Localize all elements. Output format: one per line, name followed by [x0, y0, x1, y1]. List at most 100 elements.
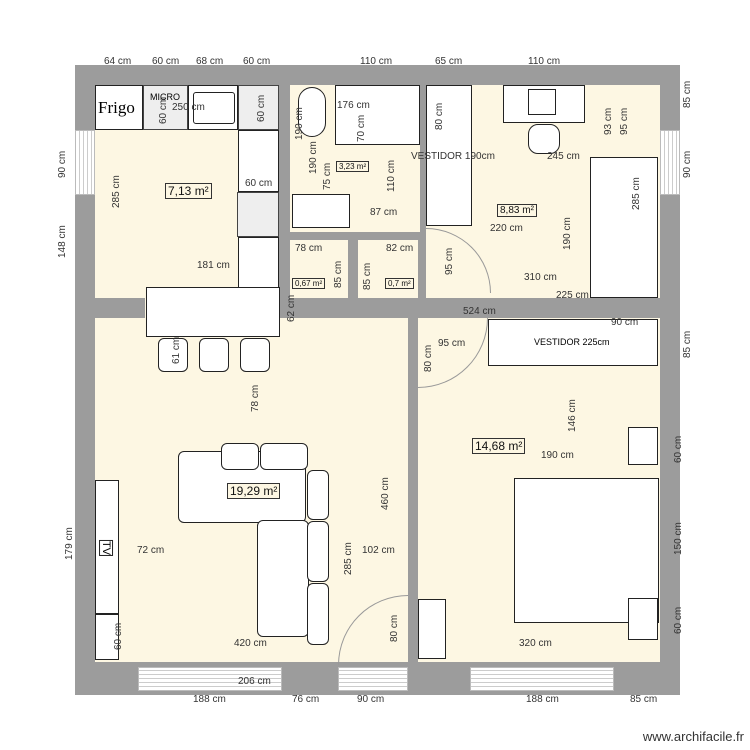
dimension-label: 102 cm [362, 545, 395, 556]
tv-stand: TV [95, 480, 119, 614]
dimension-label: 85 cm [362, 262, 373, 290]
sofa-cushion [307, 583, 329, 645]
stove [237, 192, 279, 237]
dimension-label: 181 cm [197, 260, 230, 271]
dimension-label: 68 cm [196, 56, 224, 67]
sofa-cushion [221, 443, 259, 470]
bath-area: 3,23 m² [336, 161, 370, 172]
dimension-label: 190 cm [541, 450, 574, 461]
wardrobe: VESTIDOR 225cm [488, 319, 658, 366]
dimension-label: 460 cm [380, 477, 391, 510]
dimension-label: 95 cm [438, 338, 466, 349]
dimension-label: 190 cm [308, 141, 319, 174]
dimension-label: 90 cm [682, 150, 693, 178]
bar-stool [158, 338, 188, 372]
dimension-label: 72 cm [137, 545, 165, 556]
window[interactable] [75, 130, 95, 195]
wc2-area: 0,7 m² [385, 278, 414, 289]
office-area: 8,83 m² [497, 204, 537, 217]
dimension-label: 60 cm [673, 606, 684, 634]
dimension-label: 61 cm [171, 336, 182, 364]
tv-label: TV [99, 539, 114, 557]
dimension-label: 90 cm [57, 150, 68, 178]
dimension-label: 90 cm [357, 694, 385, 705]
dimension-label: 60 cm [245, 178, 273, 189]
desk [503, 85, 585, 123]
front-door[interactable] [338, 667, 408, 691]
dimension-label: 64 cm [104, 56, 132, 67]
dimension-label: 78 cm [295, 243, 323, 254]
dimension-label: 85 cm [682, 330, 693, 358]
sofa-cushion [307, 470, 329, 520]
fridge-label: Frigo [98, 98, 135, 117]
dimension-label: 60 cm [158, 96, 169, 124]
dimension-label: 85 cm [682, 80, 693, 108]
dimension-label: 190 cm [294, 107, 305, 140]
window[interactable] [660, 130, 680, 195]
dimension-label: 65 cm [435, 56, 463, 67]
window[interactable] [470, 667, 614, 691]
dimension-label: 76 cm [292, 694, 320, 705]
nightstand [628, 598, 658, 640]
dimension-label: 87 cm [370, 207, 398, 218]
dimension-label: 95 cm [444, 247, 455, 275]
counter [238, 85, 279, 130]
dimension-label: 179 cm [64, 527, 75, 560]
dimension-label: 285 cm [343, 542, 354, 575]
sofa-cushion [307, 521, 329, 582]
dimension-label: 82 cm [386, 243, 414, 254]
dimension-label: 93 cm [603, 107, 614, 135]
dimension-label: 524 cm [463, 306, 496, 317]
dimension-label: 80 cm [434, 102, 445, 130]
microwave-counter: MICRO [143, 85, 188, 130]
cabinet [95, 614, 119, 660]
bar-stool [240, 338, 270, 372]
dimension-label: 110 cm [386, 159, 397, 192]
dimension-label: 110 cm [528, 56, 561, 67]
dimension-label: 190 cm [562, 217, 573, 250]
chair [528, 124, 560, 154]
dimension-label: 250 cm [172, 102, 205, 113]
dimension-label: 225 cm [556, 290, 589, 301]
counter [238, 130, 279, 192]
dimension-label: 60 cm [673, 435, 684, 463]
bedroom-area: 14,68 m² [472, 438, 526, 454]
dimension-label: 60 cm [243, 56, 271, 67]
fridge: Frigo [95, 85, 143, 130]
dimension-label: 80 cm [423, 344, 434, 372]
wardrobe-label: VESTIDOR 190cm [411, 151, 495, 162]
dimension-label: 85 cm [630, 694, 658, 705]
dimension-label: 148 cm [57, 225, 68, 258]
dimension-label: 285 cm [111, 175, 122, 208]
dimension-label: 85 cm [333, 260, 344, 288]
watermark[interactable]: www.archifacile.fr [642, 729, 744, 744]
dimension-label: 60 cm [113, 622, 124, 650]
dimension-label: 188 cm [526, 694, 559, 705]
bed-single [590, 157, 658, 298]
dimension-label: 146 cm [567, 399, 578, 432]
dimension-label: 176 cm [337, 100, 370, 111]
wardrobe-label: VESTIDOR 225cm [534, 337, 610, 347]
sink [188, 85, 238, 130]
sofa-cushion [260, 443, 308, 470]
dimension-label: 188 cm [193, 694, 226, 705]
toilet [298, 87, 326, 137]
dimension-label: 245 cm [547, 151, 580, 162]
kitchen-area: 7,13 m² [165, 183, 212, 199]
dimension-label: 150 cm [673, 522, 684, 555]
counter [238, 237, 279, 296]
dimension-label: 420 cm [234, 638, 267, 649]
dimension-label: 60 cm [256, 94, 267, 122]
dimension-label: 90 cm [611, 317, 639, 328]
dimension-label: 75 cm [322, 162, 333, 190]
dimension-label: 80 cm [389, 614, 400, 642]
dimension-label: 110 cm [360, 56, 393, 67]
dimension-label: 70 cm [356, 114, 367, 142]
wc1-area: 0,67 m² [292, 278, 326, 289]
bar-stool [199, 338, 229, 372]
wardrobe [426, 85, 472, 226]
sofa-chaise [257, 520, 309, 637]
dresser [418, 599, 446, 659]
window[interactable] [138, 667, 282, 691]
